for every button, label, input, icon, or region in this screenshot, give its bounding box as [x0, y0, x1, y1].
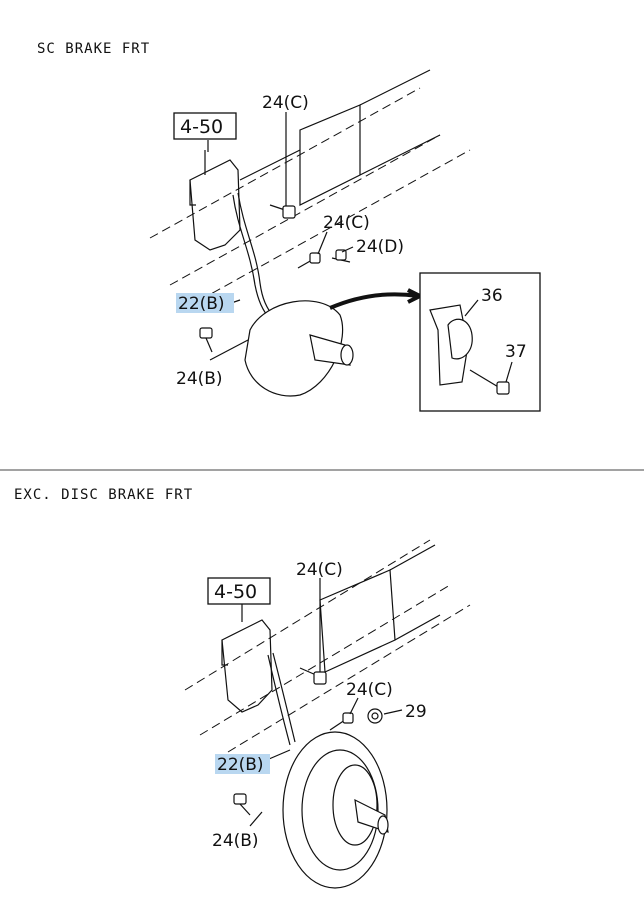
section-exc-disc-brake-frt: EXC. DISC BRAKE FRT — [14, 487, 471, 889]
label-22b-sensor-2: 22(B) — [217, 755, 264, 775]
brake-disc — [282, 731, 389, 889]
bolt-24c-top — [269, 204, 296, 219]
bolt-24d — [331, 249, 351, 263]
ref-box-label-2: 4-50 — [214, 581, 257, 603]
steering-knuckle — [244, 300, 354, 397]
bolt-24c-mid-2 — [329, 712, 354, 731]
ref-box-4-50-2 — [207, 577, 271, 605]
nut-29 — [367, 708, 383, 724]
section-title-sc-brake: SC BRAKE FRT — [37, 41, 150, 57]
label-24c-top: 24(C) — [262, 93, 309, 113]
abs-sensor-cable — [232, 194, 273, 323]
label-24d: 24(D) — [356, 237, 404, 257]
label-29: 29 — [405, 702, 427, 722]
label-24b: 24(B) — [176, 369, 223, 389]
label-22b-sensor: 22(B) — [178, 294, 225, 314]
sensor-highlight-2 — [215, 754, 270, 774]
bolt-24b-2 — [233, 793, 251, 816]
frame-beam — [149, 69, 471, 301]
label-37: 37 — [505, 342, 527, 362]
ref-box-label: 4-50 — [180, 116, 223, 138]
label-24b-2: 24(B) — [212, 831, 259, 851]
mount-bracket-2 — [221, 619, 273, 713]
mount-bracket — [189, 150, 241, 251]
label-24c-mid: 24(C) — [323, 213, 370, 233]
bolt-24c-mid — [297, 252, 321, 269]
sensor-highlight — [176, 293, 234, 313]
section-sc-brake-frt: SC BRAKE FRT — [37, 41, 541, 412]
detail-callout-arrow — [329, 288, 425, 310]
abs-sensor-cable-2 — [267, 654, 291, 746]
bolt-24c-top-2 — [299, 667, 327, 685]
bolt-24b — [199, 327, 213, 353]
frame-beam-2 — [184, 539, 471, 753]
section-title-exc-disc-brake: EXC. DISC BRAKE FRT — [14, 487, 193, 503]
label-36: 36 — [481, 286, 503, 306]
label-24c-mid-2: 24(C) — [346, 680, 393, 700]
detail-inset — [419, 272, 541, 412]
label-24c-top-2: 24(C) — [296, 560, 343, 580]
ref-box-4-50 — [173, 112, 237, 140]
